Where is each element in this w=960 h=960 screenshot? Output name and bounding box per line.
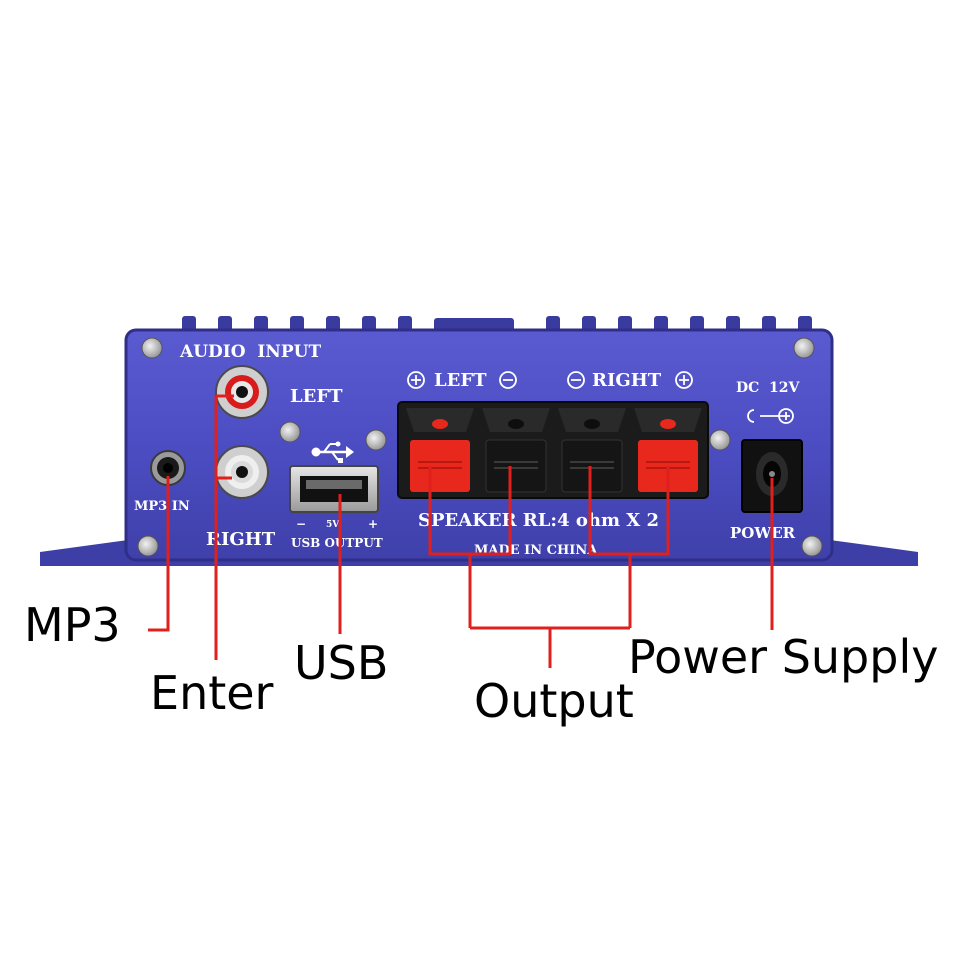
mp3-jack[interactable]: [150, 450, 186, 486]
screw: [365, 429, 387, 451]
polarity-icon: [747, 408, 794, 424]
speaker-left-label: LEFT: [434, 370, 487, 391]
speaker-left-label-group: LEFT: [407, 370, 517, 391]
screws: [137, 337, 823, 557]
speaker-terminal-left-negative[interactable]: [482, 408, 550, 493]
leader-lines: [148, 394, 774, 668]
screw: [709, 429, 731, 451]
made-in-label: MADE IN CHINA: [474, 543, 598, 558]
usb-port[interactable]: [289, 465, 379, 513]
screw: [141, 337, 163, 359]
speaker-right-label-group: RIGHT: [567, 370, 693, 391]
speaker-spec-label: SPEAKER RL:4 ohm X 2: [418, 510, 659, 531]
dc-label: DC 12V: [736, 380, 801, 396]
power-label: POWER: [730, 524, 796, 542]
mp3-in-label: MP3 IN: [134, 499, 190, 514]
usb-5v-label: 5V: [326, 520, 340, 530]
speaker-terminal-left-positive[interactable]: [406, 408, 474, 492]
rca-left-jack[interactable]: [215, 365, 269, 419]
speaker-terminal-right-negative[interactable]: [558, 408, 626, 493]
screw: [279, 421, 301, 443]
rca-right-label: RIGHT: [206, 529, 276, 550]
speaker-right-label: RIGHT: [592, 370, 662, 391]
screw: [137, 535, 159, 557]
rca-left-label: LEFT: [290, 386, 343, 407]
usb-callout: USB: [294, 636, 389, 690]
enter-callout: Enter: [150, 666, 274, 720]
audio-input-label: AUDIO INPUT: [179, 342, 321, 362]
power-supply-callout: Power Supply: [628, 630, 939, 684]
mp3-leader: [148, 476, 170, 632]
usb-icon: [311, 441, 354, 463]
screw: [793, 337, 815, 359]
usb-plus-label: +: [368, 517, 378, 531]
output-callout: Output: [474, 674, 634, 728]
mp3-callout: MP3: [24, 598, 121, 652]
usb-minus-label: −: [296, 517, 306, 531]
screw: [801, 535, 823, 557]
speaker-terminal-block: [397, 401, 709, 499]
rca-right-jack[interactable]: [215, 445, 269, 499]
usb-output-label: USB OUTPUT: [291, 536, 383, 550]
